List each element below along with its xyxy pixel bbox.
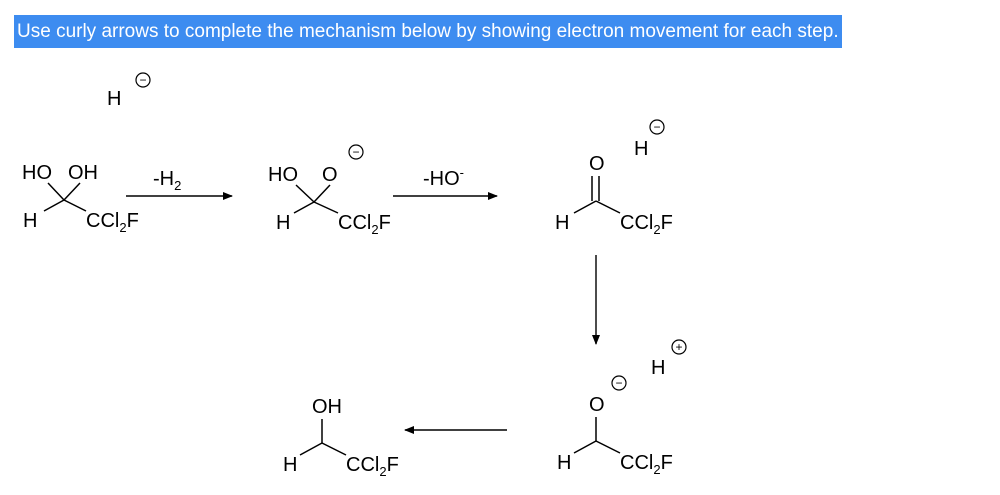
dichlorofluoromethyl-group: CCl2F bbox=[620, 452, 673, 477]
instruction-text: Use curly arrows to complete the mechani… bbox=[14, 15, 842, 48]
charge-sign: − bbox=[352, 145, 359, 159]
hydride-reagent-1: H − bbox=[107, 72, 151, 110]
charge-sign: − bbox=[139, 73, 146, 87]
hydrogen-label: H bbox=[557, 452, 571, 474]
hydride-reagent-2: H − bbox=[634, 119, 665, 160]
charge-sign: − bbox=[653, 120, 660, 134]
step-1-label: -H2 bbox=[153, 168, 181, 193]
charge-sign: + bbox=[675, 340, 682, 354]
oxygen-label: O bbox=[589, 394, 605, 416]
step-2-label: -HO- bbox=[423, 165, 464, 190]
hydroxyl-label: OH bbox=[312, 396, 342, 418]
reaction-arrow-step-1: -H2 bbox=[126, 168, 233, 200]
hydride-atom: H bbox=[107, 88, 121, 110]
dichlorofluoromethyl-group: CCl2F bbox=[346, 454, 399, 479]
negative-charge-icon bbox=[135, 72, 151, 88]
molecule-alkoxide: HO O − H CCl2F bbox=[268, 144, 391, 237]
negative-charge-icon bbox=[649, 119, 665, 135]
oxygen-label: O bbox=[589, 153, 605, 175]
positive-charge-icon bbox=[671, 339, 687, 355]
molecule-aldehyde: O H CCl2F bbox=[555, 153, 673, 237]
molecule-alcohol: OH H CCl2F bbox=[283, 396, 399, 479]
reaction-arrow-step-2: -HO- bbox=[393, 165, 498, 200]
charge-sign: − bbox=[615, 376, 622, 390]
oxygen-label: O bbox=[322, 164, 338, 186]
dichlorofluoromethyl-group: CCl2F bbox=[86, 210, 139, 235]
dichlorofluoromethyl-group: CCl2F bbox=[338, 212, 391, 237]
molecule-alkoxide-2: O − H CCl2F bbox=[557, 375, 673, 477]
hydroxyl-left: HO bbox=[22, 162, 52, 184]
hydrogen-label: H bbox=[283, 454, 297, 476]
hydrogen-label: H bbox=[276, 212, 290, 234]
hydroxyl-label: HO bbox=[268, 164, 298, 186]
hydroxyl-right: OH bbox=[68, 162, 98, 184]
hydrogen-label: H bbox=[23, 210, 37, 232]
hydrogen-label: H bbox=[555, 212, 569, 234]
proton-atom: H bbox=[651, 357, 665, 379]
negative-charge-icon bbox=[611, 375, 627, 391]
hydride-atom: H bbox=[634, 138, 648, 160]
dichlorofluoromethyl-group: CCl2F bbox=[620, 212, 673, 237]
proton-reagent: H + bbox=[651, 339, 687, 379]
molecule-hydrate: HO OH H CCl2F bbox=[22, 162, 139, 235]
negative-charge-icon bbox=[348, 144, 364, 160]
